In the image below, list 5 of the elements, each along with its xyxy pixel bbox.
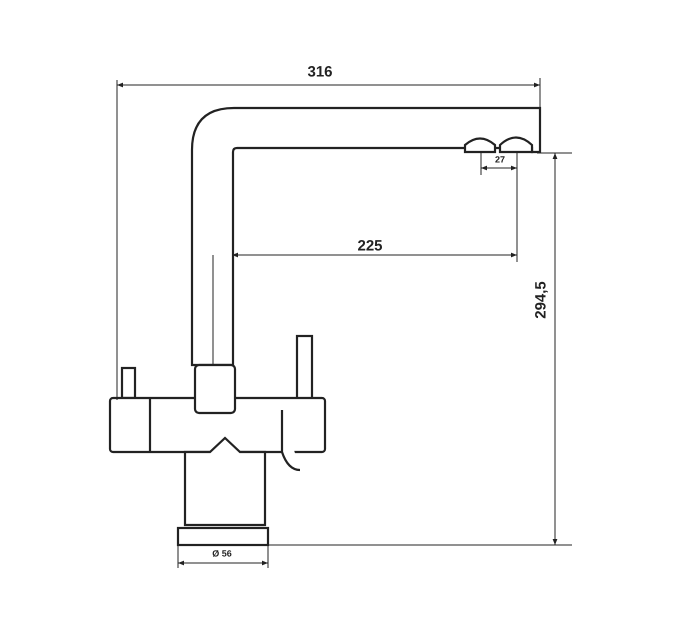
- dimension-label: 225: [355, 238, 385, 254]
- dimension-label: 27: [493, 156, 507, 164]
- dimension-label: Ø 56: [210, 550, 234, 558]
- dimension-label: 316: [305, 64, 335, 80]
- dimension-label: 294,5: [534, 279, 548, 321]
